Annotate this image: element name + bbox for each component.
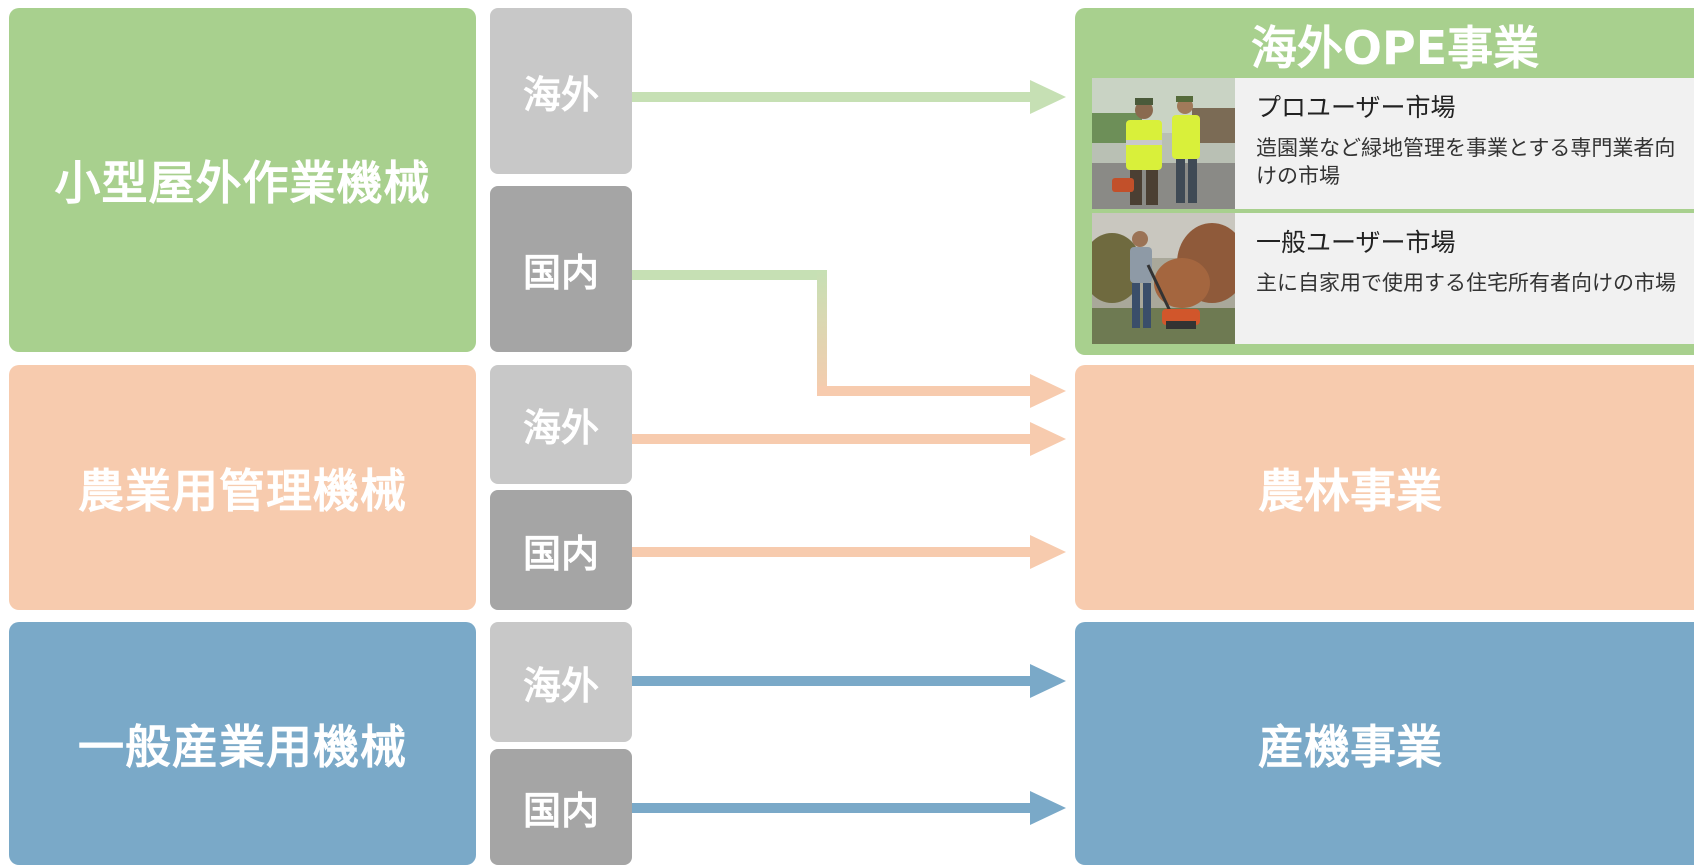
region-domestic-small: 国内 xyxy=(490,186,632,352)
category-label: 小型屋外作業機械 xyxy=(54,156,431,210)
region-label: 海外 xyxy=(522,72,599,117)
arrow-overseas-industrial-to-industrial xyxy=(632,664,1066,698)
market-title: 一般ユーザー市場 xyxy=(1256,228,1456,257)
region-label: 海外 xyxy=(522,406,599,450)
business-title: 農林事業 xyxy=(1258,463,1442,518)
photo-homeowner-mowing xyxy=(1092,213,1235,344)
region-label: 国内 xyxy=(522,788,599,833)
market-description: 造園業など緑地管理を事業とする専門業者向けの市場 xyxy=(1256,136,1676,188)
region-domestic-agri: 国内 xyxy=(490,490,632,610)
category-agricultural-machinery: 農業用管理機械 xyxy=(9,365,476,610)
arrow-domestic-agri-to-agri xyxy=(632,535,1066,569)
business-agri-forestry: 農林事業 xyxy=(1075,365,1694,610)
photo-pro-workers xyxy=(1092,78,1235,209)
region-overseas-agri: 海外 xyxy=(490,365,632,484)
arrow-domestic-industrial-to-industrial xyxy=(632,791,1066,825)
category-label: 農業用管理機械 xyxy=(78,463,407,518)
market-pro-users: プロユーザー市場 造園業など緑地管理を事業とする専門業者向けの市場 xyxy=(1092,78,1694,209)
region-label: 国内 xyxy=(522,531,599,576)
business-title: 海外OPE事業 xyxy=(1250,21,1540,75)
region-overseas-small: 海外 xyxy=(490,8,632,174)
region-label: 国内 xyxy=(522,250,599,295)
region-domestic-industrial: 国内 xyxy=(490,749,632,865)
business-overseas-ope: 海外OPE事業 プロユーザー市 xyxy=(1075,8,1694,355)
market-title: プロユーザー市場 xyxy=(1256,93,1456,122)
market-description: 主に自家用で使用する住宅所有者向けの市場 xyxy=(1256,271,1676,295)
arrow-overseas-agri-to-agri xyxy=(632,422,1066,456)
category-small-outdoor-machinery: 小型屋外作業機械 xyxy=(9,8,476,352)
region-overseas-industrial: 海外 xyxy=(490,622,632,742)
business-title: 産機事業 xyxy=(1258,719,1442,774)
arrow-domestic-small-to-agri xyxy=(632,270,1066,408)
category-industrial-machinery: 一般産業用機械 xyxy=(9,622,476,865)
region-label: 海外 xyxy=(522,663,599,708)
category-label: 一般産業用機械 xyxy=(78,719,407,774)
market-general-users: 一般ユーザー市場 主に自家用で使用する住宅所有者向けの市場 xyxy=(1092,213,1694,344)
arrow-overseas-small-to-ope xyxy=(632,80,1066,114)
business-industrial: 産機事業 xyxy=(1075,622,1694,865)
